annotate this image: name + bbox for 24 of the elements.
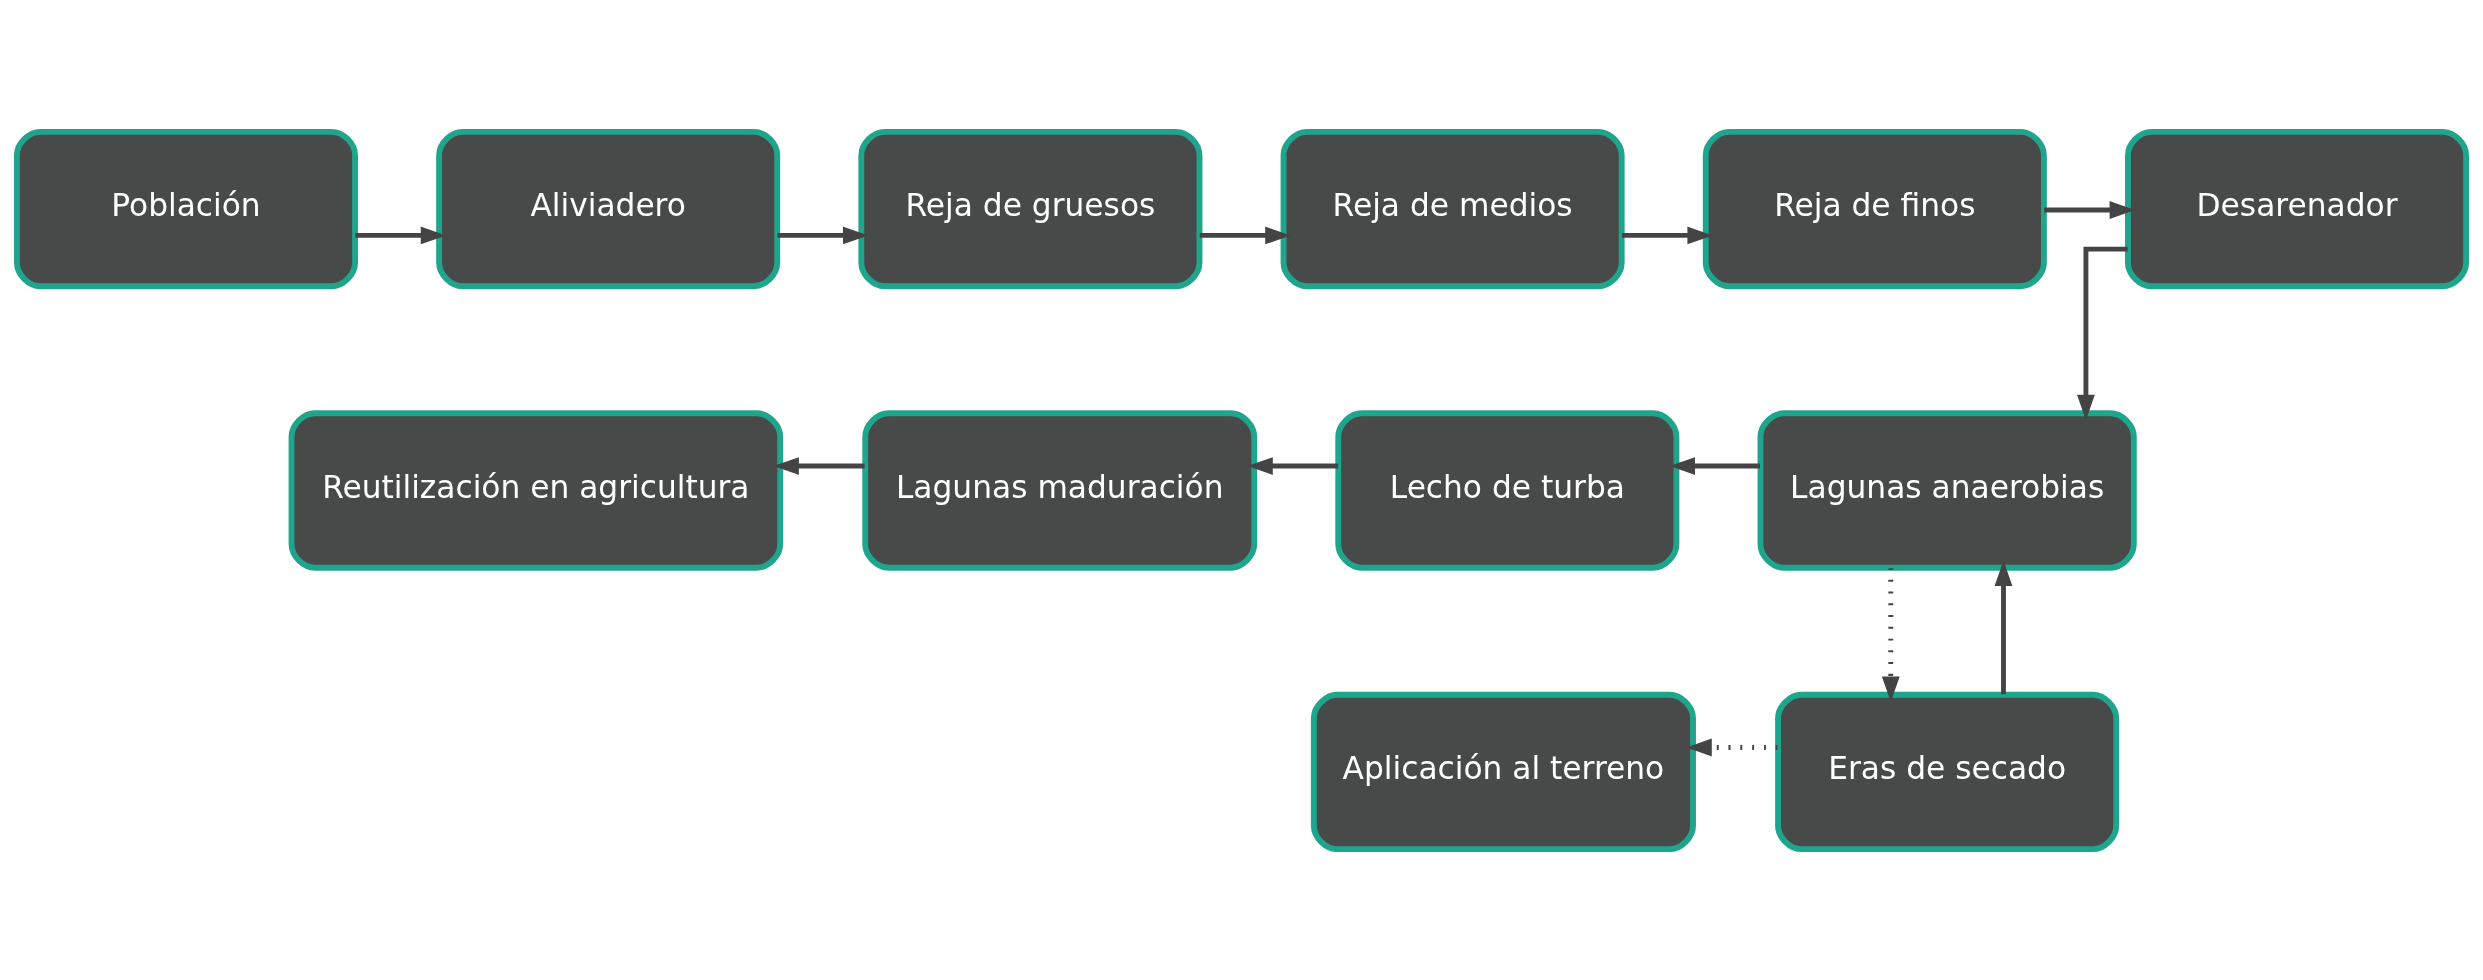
arrow: [1994, 560, 2013, 694]
arrow: [773, 456, 865, 475]
arrow: [1247, 456, 1339, 475]
node-box: Aplicación al terreno: [1310, 691, 1696, 852]
node-box: Población: [13, 128, 358, 289]
arrow: [1686, 738, 1778, 756]
arrow: [1199, 226, 1291, 244]
node-box: Reja de finos: [1702, 128, 2047, 289]
node-box: Reja de medios: [1280, 128, 1625, 289]
node-box: Lagunas anaerobias: [1757, 409, 2137, 571]
node-box: Aliviadero: [436, 128, 781, 289]
arrow: [1881, 567, 1900, 702]
arrow: [1669, 456, 1760, 475]
node-box: Desarenador: [2125, 128, 2470, 289]
arrow: [777, 226, 869, 244]
arrow: [2077, 246, 2128, 420]
arrow: [355, 226, 447, 244]
arrow: [2044, 200, 2136, 219]
node-box: Eras de secado: [1775, 691, 2120, 852]
node-box: Reutilización en agricultura: [288, 409, 784, 571]
node-box: Reja de gruesos: [858, 128, 1203, 289]
node-box: Lecho de turba: [1335, 409, 1680, 571]
node-box: Lagunas maduración: [862, 409, 1258, 571]
arrow: [1621, 226, 1713, 244]
